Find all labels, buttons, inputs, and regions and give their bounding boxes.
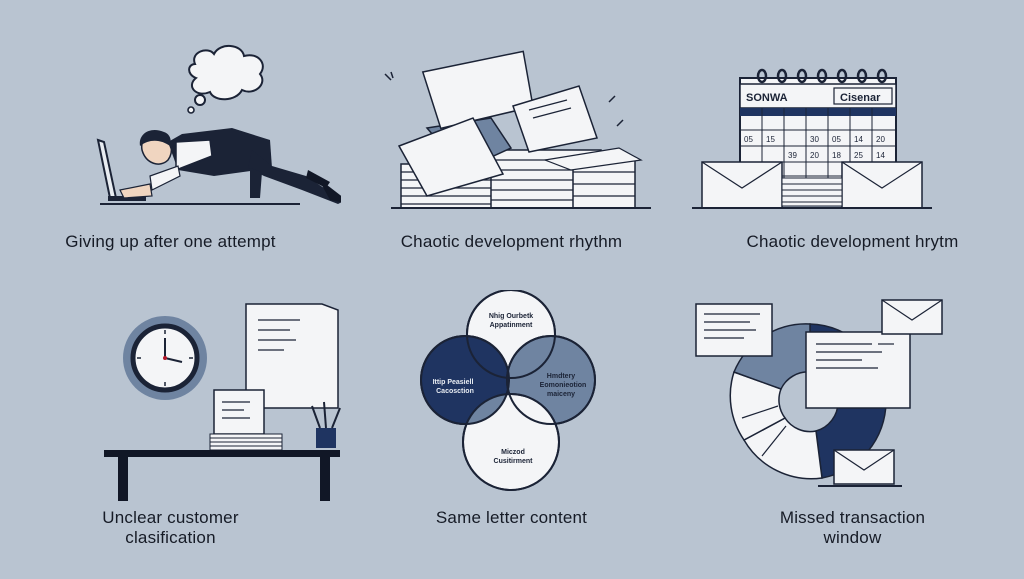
caption-unclear-classification: Unclear customer clasification xyxy=(0,508,341,548)
small-document-icon xyxy=(213,389,265,435)
venn-label-right: maiceny xyxy=(547,391,575,398)
document-right-icon xyxy=(805,331,911,409)
calendar-illustration: SONWA Cisenar 05 15 30 05 14 20 xyxy=(692,68,932,209)
envelope-right-icon xyxy=(841,161,923,209)
man-figure-icon xyxy=(119,128,341,204)
venn-label-left: Ittip Peasiell xyxy=(433,379,474,386)
venn-label-top: Nhig Ourbetk xyxy=(489,313,533,320)
laptop-icon xyxy=(96,138,146,201)
document-left-icon xyxy=(695,303,773,357)
venn-label-top: Appatinment xyxy=(490,322,533,329)
envelope-bottom-icon xyxy=(833,449,895,485)
panel-missed-transaction: Missed transaction window xyxy=(682,290,1023,579)
desk-icon xyxy=(104,450,340,501)
caption-chaotic-rhythm: Chaotic development rhythm xyxy=(341,232,682,252)
venn-label-left: Cacosction xyxy=(436,388,474,395)
caption-line: Chaotic development rhythm xyxy=(400,232,623,251)
caption-missed-transaction: Missed transaction window xyxy=(682,508,1023,548)
paper-stack-icon xyxy=(781,177,843,207)
caption-line: Same letter content xyxy=(435,508,588,527)
calendar-number: 20 xyxy=(810,151,819,160)
panel-calendar: SONWA Cisenar 05 15 30 05 14 20 xyxy=(682,0,1023,289)
caption-line: Giving up after one attempt xyxy=(65,232,276,251)
caption-same-letter: Same letter content xyxy=(341,508,682,528)
paper-stack-icon xyxy=(397,50,643,209)
calendar-number: 14 xyxy=(854,135,863,144)
venn-label-right: Hmdtery xyxy=(547,373,576,380)
clock-icon xyxy=(123,316,207,400)
caption-line: window xyxy=(823,528,882,547)
venn-label-bottom: Cusitirment xyxy=(494,458,534,465)
paper-stack-icon xyxy=(209,433,283,451)
donut-documents-illustration xyxy=(695,299,943,487)
calendar-number: 39 xyxy=(788,151,797,160)
man-on-laptop-illustration xyxy=(96,45,341,205)
panel-unclear-classification: Unclear customer clasification xyxy=(0,290,341,579)
calendar-number: 15 xyxy=(766,135,775,144)
calendar-number: 05 xyxy=(832,135,841,144)
pen-holder-icon xyxy=(311,401,341,448)
caption-giving-up: Giving up after one attempt xyxy=(0,232,341,252)
paper-pile-illustration xyxy=(384,50,651,209)
venn-label-right: Eomonieotion xyxy=(540,382,587,389)
desk-clock-illustration xyxy=(104,303,341,501)
caption-calendar: Chaotic development hrytm xyxy=(682,232,1023,252)
caption-line: Missed transaction xyxy=(779,508,926,527)
calendar-number: 25 xyxy=(854,151,863,160)
calendar-number: 30 xyxy=(810,135,819,144)
calendar-number: 20 xyxy=(876,135,885,144)
calendar-rings-icon xyxy=(756,68,888,84)
panel-venn: Nhig Ourbetk Appatinment Hmdtery Eomonie… xyxy=(341,290,682,579)
calendar-label-left: SONWA xyxy=(746,92,788,104)
envelope-left-icon xyxy=(701,161,783,209)
calendar-number: 05 xyxy=(744,135,753,144)
caption-line: Unclear customer xyxy=(102,508,239,527)
envelope-top-icon xyxy=(881,299,943,335)
thought-bubble-icon xyxy=(187,45,264,114)
caption-line: clasification xyxy=(125,528,216,547)
venn-diagram: Nhig Ourbetk Appatinment Hmdtery Eomonie… xyxy=(420,290,596,491)
calendar-number: 18 xyxy=(832,151,841,160)
panel-chaotic-rhythm: Chaotic development rhythm xyxy=(341,0,682,289)
caption-line: Chaotic development hrytm xyxy=(746,232,959,251)
calendar-number: 14 xyxy=(876,151,885,160)
venn-label-bottom: Miczod xyxy=(501,449,525,456)
calendar-label-right: Cisenar xyxy=(840,92,881,104)
panel-giving-up: Giving up after one attempt xyxy=(0,0,341,289)
